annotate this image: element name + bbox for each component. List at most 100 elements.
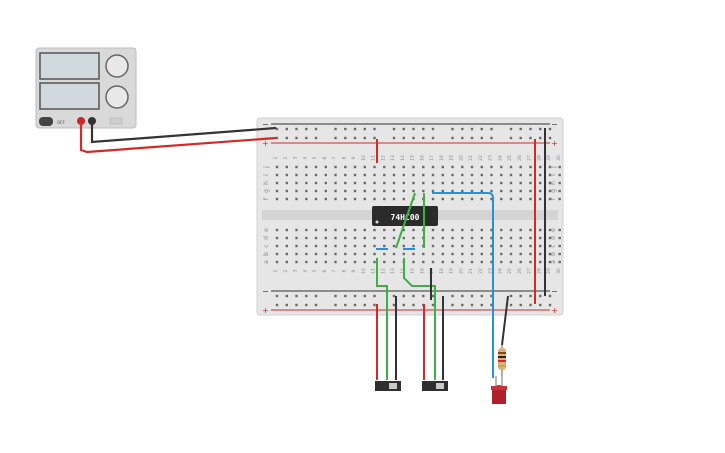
- breadboard-hole[interactable]: [558, 181, 561, 185]
- breadboard-hole[interactable]: [509, 244, 513, 248]
- breadboard-hole[interactable]: [373, 252, 376, 256]
- breadboard-hole[interactable]: [392, 228, 396, 232]
- breadboard-hole[interactable]: [461, 165, 464, 169]
- breadboard-hole[interactable]: [275, 181, 279, 185]
- breadboard-hole[interactable]: [285, 136, 288, 140]
- breadboard-hole[interactable]: [402, 294, 405, 298]
- breadboard-hole[interactable]: [363, 136, 366, 140]
- breadboard-hole[interactable]: [363, 303, 366, 307]
- breadboard-hole[interactable]: [402, 181, 405, 185]
- breadboard-hole[interactable]: [539, 197, 542, 201]
- breadboard-hole[interactable]: [451, 294, 454, 298]
- breadboard-hole[interactable]: [441, 244, 444, 248]
- breadboard-hole[interactable]: [441, 260, 444, 264]
- breadboard-hole[interactable]: [548, 136, 552, 140]
- breadboard-hole[interactable]: [305, 197, 308, 201]
- breadboard-hole[interactable]: [275, 189, 279, 193]
- breadboard-hole[interactable]: [295, 260, 298, 264]
- breadboard-hole[interactable]: [548, 189, 552, 193]
- red-led[interactable]: [491, 376, 507, 404]
- breadboard-hole[interactable]: [314, 228, 318, 232]
- breadboard-hole[interactable]: [353, 181, 357, 185]
- breadboard-hole[interactable]: [480, 189, 483, 193]
- breadboard-hole[interactable]: [334, 173, 337, 177]
- breadboard-hole[interactable]: [353, 127, 357, 131]
- breadboard-hole[interactable]: [275, 173, 279, 177]
- breadboard-hole[interactable]: [509, 197, 513, 201]
- breadboard-hole[interactable]: [295, 303, 298, 307]
- breadboard-hole[interactable]: [461, 197, 464, 201]
- ic-chip-74hc00[interactable]: 74HC00: [372, 206, 438, 226]
- breadboard-hole[interactable]: [548, 127, 552, 131]
- breadboard-hole[interactable]: [412, 165, 415, 169]
- breadboard-hole[interactable]: [334, 236, 337, 240]
- breadboard-hole[interactable]: [373, 189, 376, 193]
- breadboard-hole[interactable]: [402, 244, 405, 248]
- breadboard-hole[interactable]: [295, 252, 298, 256]
- breadboard-hole[interactable]: [490, 127, 493, 131]
- breadboard-hole[interactable]: [519, 165, 522, 169]
- breadboard-hole[interactable]: [314, 136, 318, 140]
- breadboard-hole[interactable]: [558, 260, 561, 264]
- breadboard-hole[interactable]: [324, 236, 327, 240]
- breadboard-hole[interactable]: [314, 181, 318, 185]
- breadboard-hole[interactable]: [363, 165, 366, 169]
- breadboard-hole[interactable]: [353, 294, 357, 298]
- breadboard-hole[interactable]: [490, 181, 493, 185]
- breadboard-hole[interactable]: [392, 127, 396, 131]
- breadboard-hole[interactable]: [431, 189, 435, 193]
- breadboard-hole[interactable]: [305, 303, 308, 307]
- breadboard-hole[interactable]: [275, 136, 279, 140]
- breadboard-hole[interactable]: [353, 236, 357, 240]
- breadboard-hole[interactable]: [392, 165, 396, 169]
- breadboard-hole[interactable]: [431, 244, 435, 248]
- breadboard-hole[interactable]: [285, 294, 288, 298]
- breadboard-hole[interactable]: [334, 294, 337, 298]
- resistor[interactable]: [498, 345, 506, 376]
- breadboard-hole[interactable]: [324, 252, 327, 256]
- breadboard-hole[interactable]: [373, 173, 376, 177]
- breadboard-hole[interactable]: [285, 303, 288, 307]
- breadboard-hole[interactable]: [392, 303, 396, 307]
- breadboard-hole[interactable]: [353, 136, 357, 140]
- breadboard-hole[interactable]: [295, 244, 298, 248]
- breadboard-hole[interactable]: [480, 181, 483, 185]
- breadboard-hole[interactable]: [353, 260, 357, 264]
- breadboard-hole[interactable]: [412, 181, 415, 185]
- breadboard-hole[interactable]: [324, 165, 327, 169]
- breadboard-hole[interactable]: [509, 252, 513, 256]
- breadboard-hole[interactable]: [334, 127, 337, 131]
- breadboard-hole[interactable]: [431, 303, 435, 307]
- breadboard-hole[interactable]: [548, 181, 552, 185]
- breadboard-hole[interactable]: [431, 197, 435, 201]
- breadboard-hole[interactable]: [461, 127, 464, 131]
- breadboard-hole[interactable]: [519, 127, 522, 131]
- breadboard-hole[interactable]: [548, 252, 552, 256]
- breadboard-hole[interactable]: [285, 244, 288, 248]
- breadboard-hole[interactable]: [519, 244, 522, 248]
- breadboard-hole[interactable]: [285, 260, 288, 264]
- breadboard-hole[interactable]: [285, 181, 288, 185]
- breadboard-hole[interactable]: [373, 165, 376, 169]
- breadboard-hole[interactable]: [383, 228, 386, 232]
- breadboard-hole[interactable]: [470, 228, 474, 232]
- breadboard-hole[interactable]: [275, 244, 279, 248]
- breadboard-hole[interactable]: [392, 236, 396, 240]
- breadboard-hole[interactable]: [490, 294, 493, 298]
- breadboard-hole[interactable]: [480, 173, 483, 177]
- breadboard-hole[interactable]: [275, 294, 279, 298]
- breadboard-hole[interactable]: [334, 228, 337, 232]
- breadboard-hole[interactable]: [422, 189, 425, 193]
- breadboard-hole[interactable]: [353, 173, 357, 177]
- breadboard-hole[interactable]: [412, 252, 415, 256]
- breadboard-hole[interactable]: [422, 294, 425, 298]
- breadboard-hole[interactable]: [548, 294, 552, 298]
- breadboard-hole[interactable]: [285, 197, 288, 201]
- breadboard-hole[interactable]: [441, 181, 444, 185]
- breadboard-hole[interactable]: [275, 165, 279, 169]
- breadboard-hole[interactable]: [539, 236, 542, 240]
- breadboard-hole[interactable]: [490, 165, 493, 169]
- breadboard-hole[interactable]: [470, 173, 474, 177]
- breadboard-hole[interactable]: [539, 252, 542, 256]
- breadboard-hole[interactable]: [509, 165, 513, 169]
